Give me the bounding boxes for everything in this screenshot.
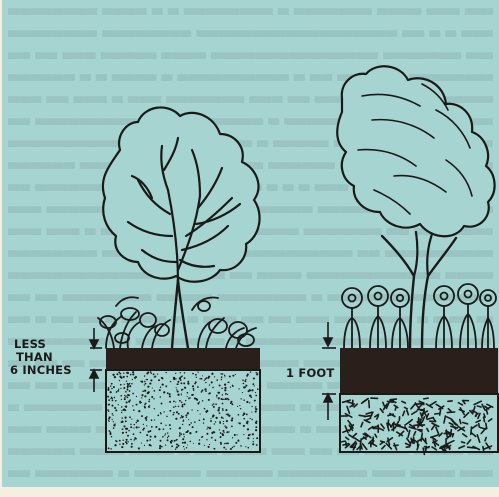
left-soil-bed xyxy=(106,348,260,452)
right-topsoil-layer xyxy=(340,348,498,394)
left-depth-label-line3: 6 INCHES xyxy=(10,363,72,377)
left-depth-label-line2: THAN xyxy=(16,350,53,364)
illustration-panel: ▄▄▄▄▄▄▄▄ ▄▄▄▄ ▄ ▄ ▄▄▄▄▄▄▄▄ ▄ ▄▄▄▄▄▄▄ ▄▄▄… xyxy=(2,0,499,487)
planting-depth-diagram: LESS THAN 6 INCHES xyxy=(2,0,499,487)
right-tree-canopy xyxy=(337,66,494,236)
right-soil-bed xyxy=(340,348,498,454)
left-ground-plants xyxy=(98,297,256,348)
right-tree xyxy=(337,66,496,348)
left-depth-label-line1: LESS xyxy=(14,337,46,351)
right-tree-limb xyxy=(414,232,432,276)
left-tree-canopy xyxy=(103,107,260,281)
right-depth-label: 1 FOOT xyxy=(286,366,334,380)
left-tree-trunk xyxy=(172,280,188,348)
right-flowers xyxy=(342,284,496,348)
left-depth-marker xyxy=(90,328,102,392)
left-topsoil-layer xyxy=(106,348,260,370)
left-tree xyxy=(98,107,260,348)
